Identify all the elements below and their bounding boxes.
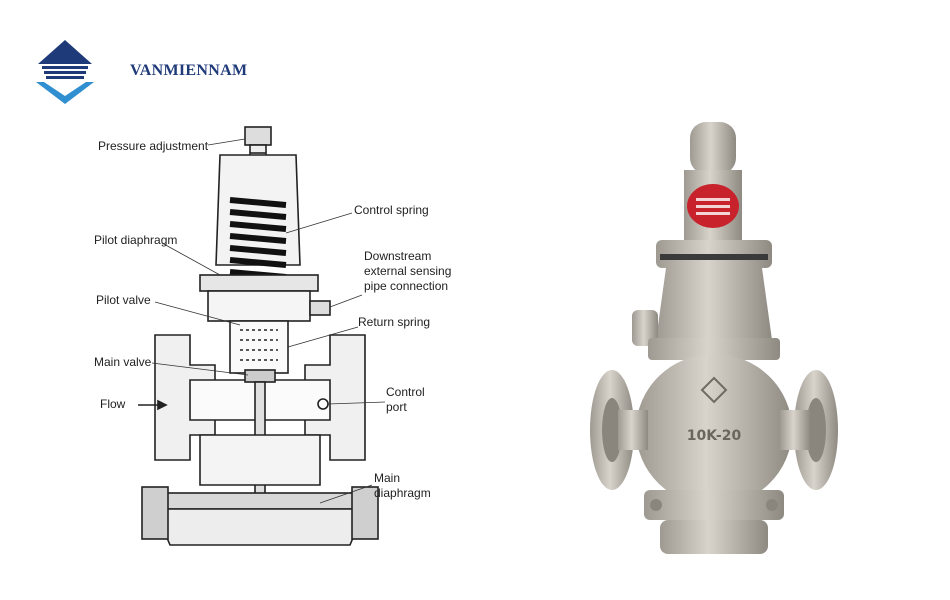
- label-downstream-line3: pipe connection: [364, 279, 449, 293]
- label-pilot-valve: Pilot valve: [96, 293, 151, 307]
- brand-logo: VANMIENNAM: [30, 38, 250, 108]
- valve-photo-drawing: 10K-20: [590, 122, 838, 554]
- label-pressure-adjustment: Pressure adjustment: [98, 139, 209, 153]
- valve-cutaway-diagram: Pressure adjustment Control spring Pilot…: [80, 115, 480, 575]
- body-marking: 10K-20: [687, 428, 742, 444]
- brand-name: VANMIENNAM: [130, 62, 248, 79]
- label-pilot-diaphragm: Pilot diaphragm: [94, 233, 178, 247]
- label-return-spring: Return spring: [358, 315, 431, 329]
- label-main-diaphragm-line1: Main: [374, 471, 401, 485]
- valve-product-photo: 10K-20: [560, 110, 860, 580]
- label-control-port-line2: port: [386, 400, 407, 414]
- label-flow: Flow: [100, 397, 126, 411]
- label-main-diaphragm-line2: diaphragm: [374, 486, 431, 500]
- brand-logo-icon: [36, 40, 94, 104]
- label-control-spring: Control spring: [354, 203, 429, 217]
- valve-cutaway-drawing: [138, 126, 386, 546]
- label-downstream-line2: external sensing: [364, 264, 452, 278]
- label-main-valve: Main valve: [94, 355, 152, 369]
- label-downstream-line1: Downstream: [364, 249, 432, 263]
- label-control-port-line1: Control: [386, 385, 425, 399]
